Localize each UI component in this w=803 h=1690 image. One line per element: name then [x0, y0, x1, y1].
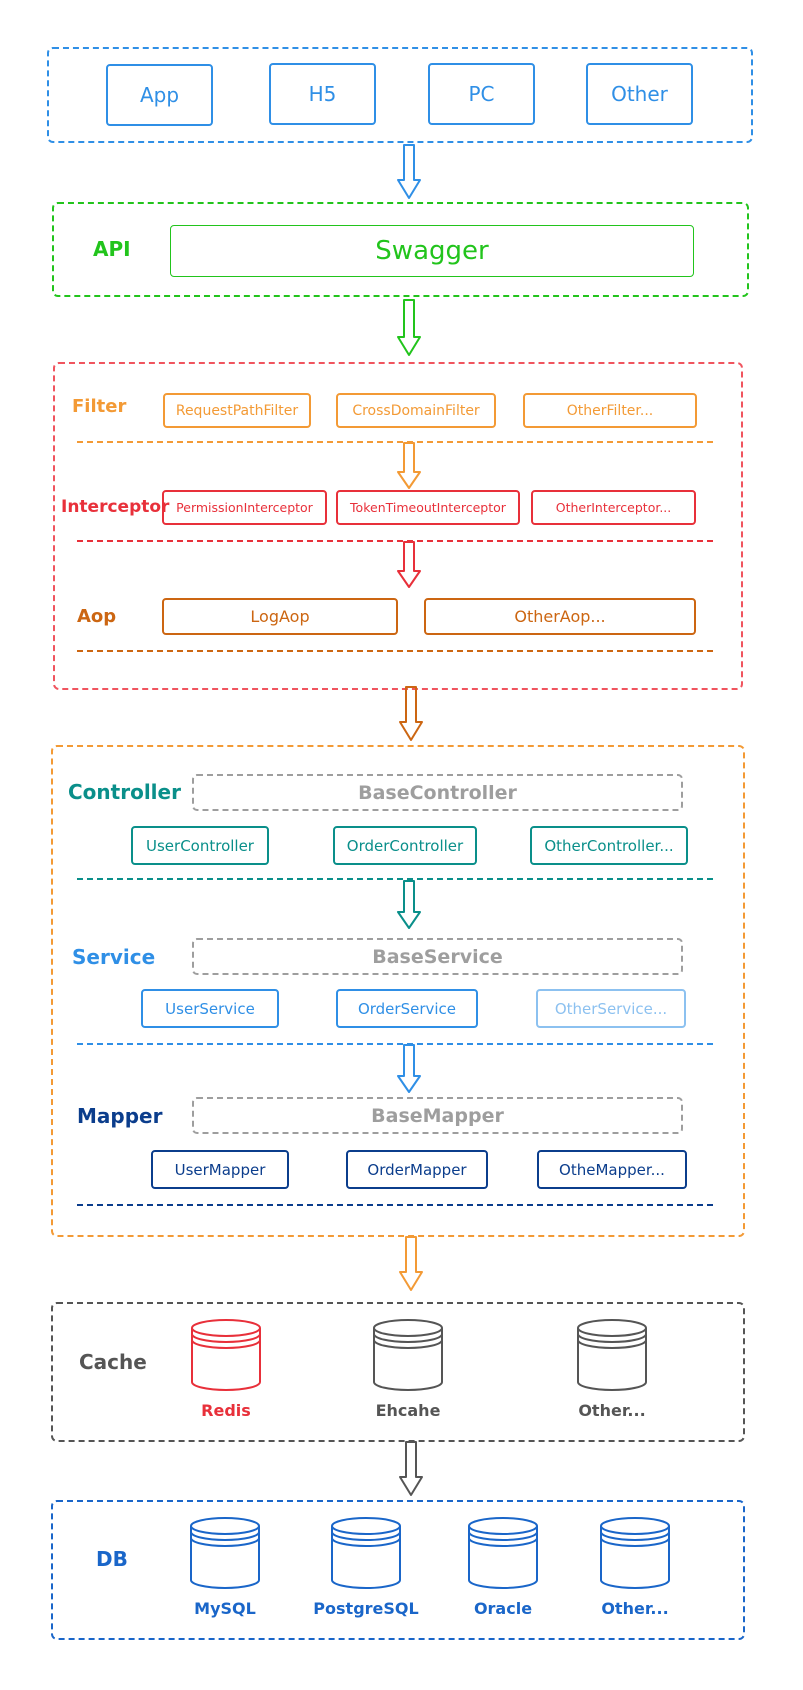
aop-separator — [77, 650, 713, 652]
controller-order-box: OrderController — [333, 826, 477, 865]
controller-separator — [77, 878, 713, 880]
oracle-database-icon — [468, 1517, 538, 1589]
service-other-box: OtherService... — [536, 989, 686, 1028]
aop-log-box: LogAop — [162, 598, 398, 635]
arrow-filter-to-interceptor-icon — [397, 442, 421, 489]
service-order-box: OrderService — [336, 989, 478, 1028]
postgresql-label: PostgreSQL — [313, 1599, 419, 1618]
service-separator — [77, 1043, 713, 1045]
arrow-interceptor-to-aop-icon — [397, 541, 421, 588]
filter-other-box: OtherFilter... — [523, 393, 697, 428]
interceptor-token-timeout-box: TokenTimeoutInterceptor — [336, 490, 520, 525]
arrow-clients-to-api-icon — [397, 144, 421, 199]
cache-frame — [51, 1302, 745, 1442]
other-db-label: Other... — [601, 1599, 669, 1618]
clients-frame — [47, 47, 753, 143]
ehcache-label: Ehcahe — [375, 1401, 441, 1420]
oracle-label: Oracle — [473, 1599, 533, 1618]
business-layer-frame — [51, 745, 745, 1237]
mapper-label: Mapper — [77, 1104, 163, 1128]
filter-cross-domain-box: CrossDomainFilter — [336, 393, 496, 428]
base-controller-box: BaseController — [192, 774, 683, 811]
base-service-box: BaseService — [192, 938, 683, 975]
mysql-database-icon — [190, 1517, 260, 1589]
arrow-api-to-filter-icon — [397, 299, 421, 356]
client-pc-box: PC — [428, 63, 535, 125]
client-h5-box: H5 — [269, 63, 376, 125]
filter-separator — [77, 441, 713, 443]
interceptor-other-box: OtherInterceptor... — [531, 490, 696, 525]
filter-label: Filter — [72, 396, 127, 417]
arrow-aop-to-controller-icon — [399, 686, 423, 741]
filter-request-path-box: RequestPathFilter — [163, 393, 311, 428]
interceptor-label: Interceptor — [61, 497, 170, 517]
arrow-cache-to-db-icon — [399, 1441, 423, 1496]
mapper-user-box: UserMapper — [151, 1150, 289, 1189]
client-app-box: App — [106, 64, 213, 126]
swagger-box: Swagger — [170, 225, 694, 277]
other-db-database-icon — [600, 1517, 670, 1589]
db-frame — [51, 1500, 745, 1640]
aop-label: Aop — [77, 606, 117, 627]
service-user-box: UserService — [141, 989, 279, 1028]
mapper-other-box: OtheMapper... — [537, 1150, 687, 1189]
controller-user-box: UserController — [131, 826, 269, 865]
web-layer-frame — [53, 362, 743, 690]
interceptor-separator — [77, 540, 713, 542]
cache-label: Cache — [79, 1350, 147, 1374]
redis-database-icon — [191, 1319, 261, 1391]
service-label: Service — [72, 945, 156, 969]
controller-label: Controller — [68, 780, 181, 804]
mapper-order-box: OrderMapper — [346, 1150, 488, 1189]
redis-label: Redis — [201, 1401, 251, 1420]
aop-other-box: OtherAop... — [424, 598, 696, 635]
other-cache-label: Other... — [578, 1401, 646, 1420]
arrow-service-to-mapper-icon — [397, 1044, 421, 1093]
mysql-label: MySQL — [194, 1599, 256, 1618]
postgresql-database-icon — [331, 1517, 401, 1589]
ehcache-database-icon — [373, 1319, 443, 1391]
controller-other-box: OtherController... — [530, 826, 688, 865]
api-label: API — [93, 237, 131, 261]
interceptor-permission-box: PermissionInterceptor — [162, 490, 327, 525]
db-label: DB — [96, 1547, 128, 1571]
client-other-box: Other — [586, 63, 693, 125]
arrow-controller-to-service-icon — [397, 880, 421, 929]
base-mapper-box: BaseMapper — [192, 1097, 683, 1134]
other-cache-database-icon — [577, 1319, 647, 1391]
api-frame — [52, 202, 749, 297]
mapper-separator — [77, 1204, 713, 1206]
arrow-mapper-to-cache-icon — [399, 1236, 423, 1291]
